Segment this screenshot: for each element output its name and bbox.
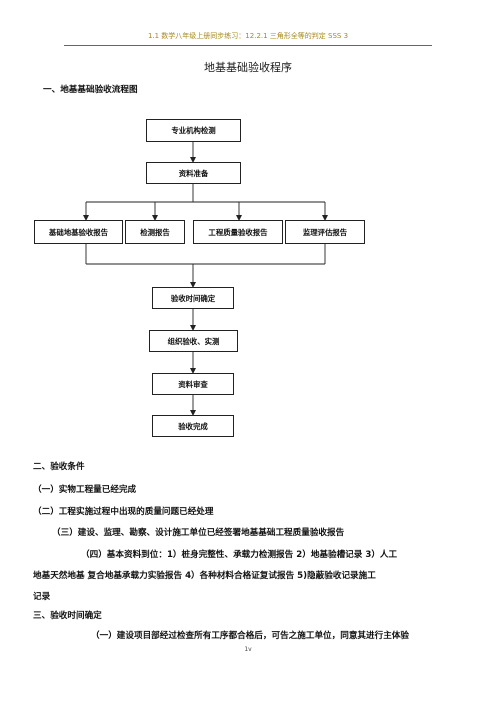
document-title: 地基基础验收程序 xyxy=(204,61,292,74)
condition-1: （一）实物工程量已经完成 xyxy=(33,485,137,495)
page-header: 1.1 数学八年级上册同步练习：12.2.1 三角形全等的判定 SSS 3 xyxy=(147,32,349,40)
flow-report-testing: 检测报告 xyxy=(125,220,185,244)
flow-step-organize-inspection: 组织验收、实测 xyxy=(149,330,238,352)
header-divider xyxy=(64,45,432,46)
flow-step-document-preparation: 资料准备 xyxy=(146,162,241,184)
flow-report-supervision-assessment: 监理评估报告 xyxy=(285,220,365,244)
flow-report-quality-acceptance: 工程质量验收报告 xyxy=(193,220,283,244)
flow-step-professional-testing: 专业机构检测 xyxy=(146,119,241,142)
condition-4-line3: 记录 xyxy=(33,592,51,602)
flow-report-foundation-acceptance: 基础地基验收报告 xyxy=(34,220,123,244)
condition-4-line1: （四）基本资料到位：1）桩身完整性、承载力检测报告 2）地基验槽记录 3）人工 xyxy=(81,550,398,560)
section3-heading: 三、验收时间确定 xyxy=(33,611,102,621)
section2-heading: 二、验收条件 xyxy=(33,462,85,472)
section1-heading: 一、地基基础验收流程图 xyxy=(43,85,138,95)
condition-4-line2: 地基天然地基 复合地基承载力实验报告 4）各种材料合格证复试报告 5)隐蔽验收记… xyxy=(33,571,376,581)
flow-step-schedule-acceptance: 验收时间确定 xyxy=(152,287,234,309)
condition-2: （二）工程实施过程中出现的质量问题已经处理 xyxy=(33,507,214,517)
page-number: 1v xyxy=(244,646,252,653)
timing-1: （一）建设项目部经过检查所有工序都合格后，可告之施工单位，同意其进行主体验 xyxy=(91,631,409,641)
condition-3: （三）建设、监理、勘察、设计施工单位已经签署地基基础工程质量验收报告 xyxy=(52,528,345,538)
flow-step-acceptance-complete: 验收完成 xyxy=(152,415,234,437)
flow-step-document-review: 资料审查 xyxy=(152,373,234,395)
